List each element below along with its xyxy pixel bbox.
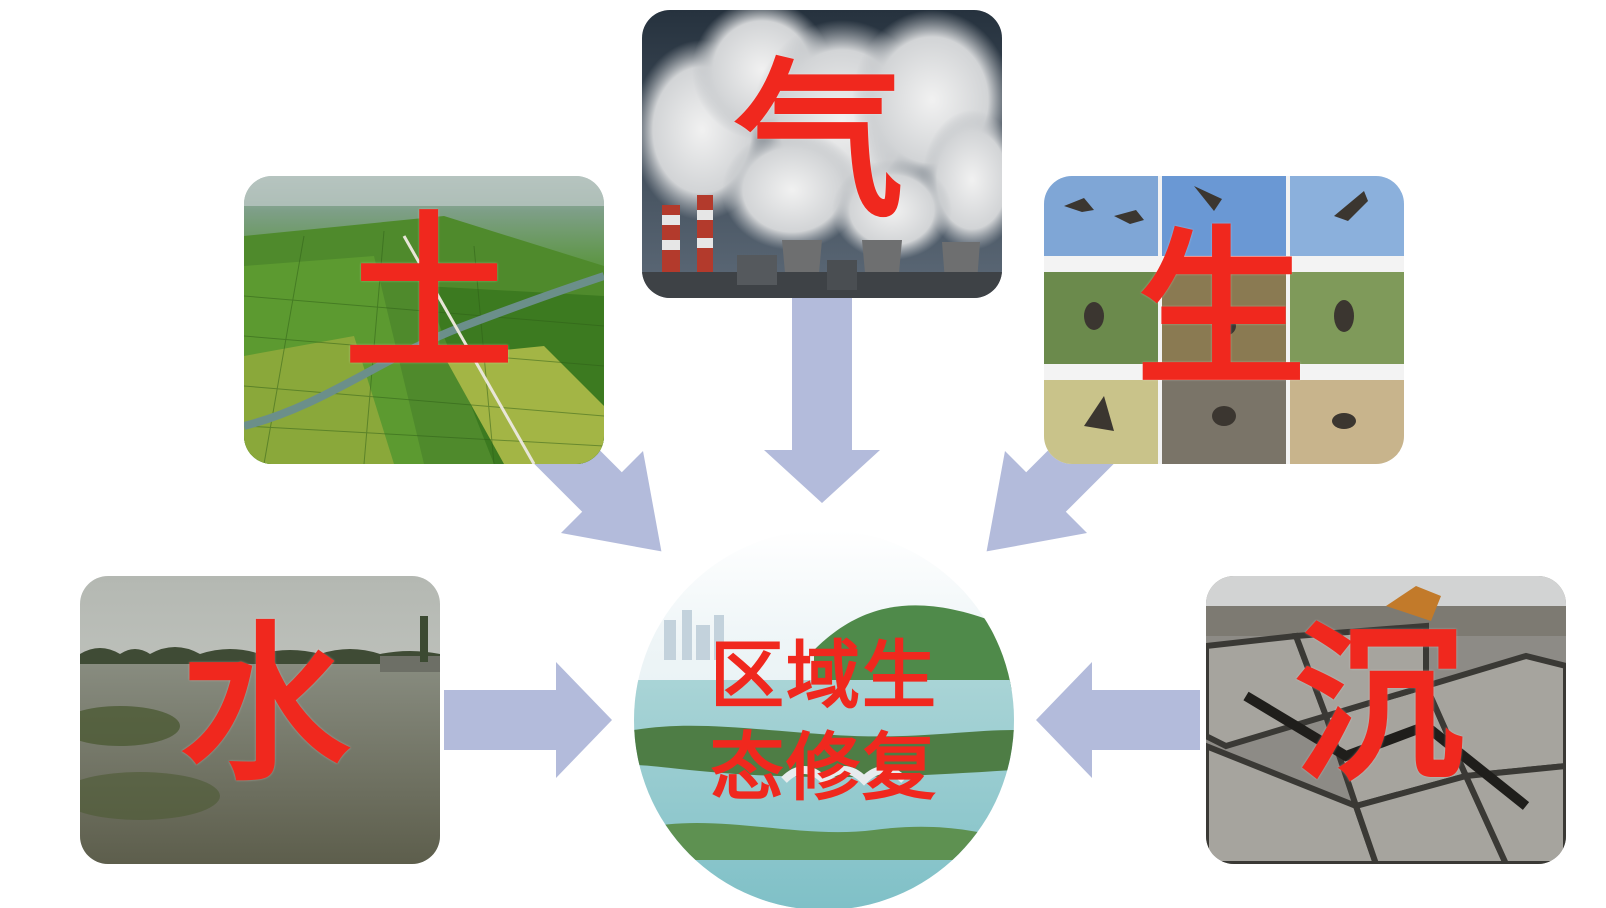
ecology-restoration-photo — [634, 530, 1014, 908]
cracked-ground-photo — [1206, 576, 1566, 864]
air-label: 气 — [734, 44, 905, 242]
node-air: 气 — [642, 10, 1002, 298]
bio-label: 生 — [1136, 212, 1307, 410]
node-water: 水 — [80, 576, 440, 864]
subsidence-label: 沉 — [1294, 607, 1465, 805]
center-title-line1: 区域生 — [710, 633, 938, 719]
node-bio: 生 — [1044, 176, 1404, 464]
center-title-line2: 态修复 — [710, 725, 938, 811]
birds-collage-photo — [1044, 176, 1404, 464]
arrow-water-to-center — [444, 662, 612, 778]
center-title: 区域生 态修复 — [664, 630, 984, 814]
soil-label: 土 — [344, 197, 515, 395]
node-soil: 土 — [244, 176, 604, 464]
arrow-air-to-center — [764, 298, 880, 503]
farmland-photo — [244, 176, 604, 464]
center-node: 区域生 态修复 — [634, 530, 1014, 908]
lake-photo — [80, 576, 440, 864]
factory-smoke-photo — [642, 10, 1002, 298]
arrow-subsidence-to-center — [1036, 662, 1200, 778]
node-subsidence: 沉 — [1206, 576, 1566, 864]
water-label: 水 — [180, 607, 351, 805]
